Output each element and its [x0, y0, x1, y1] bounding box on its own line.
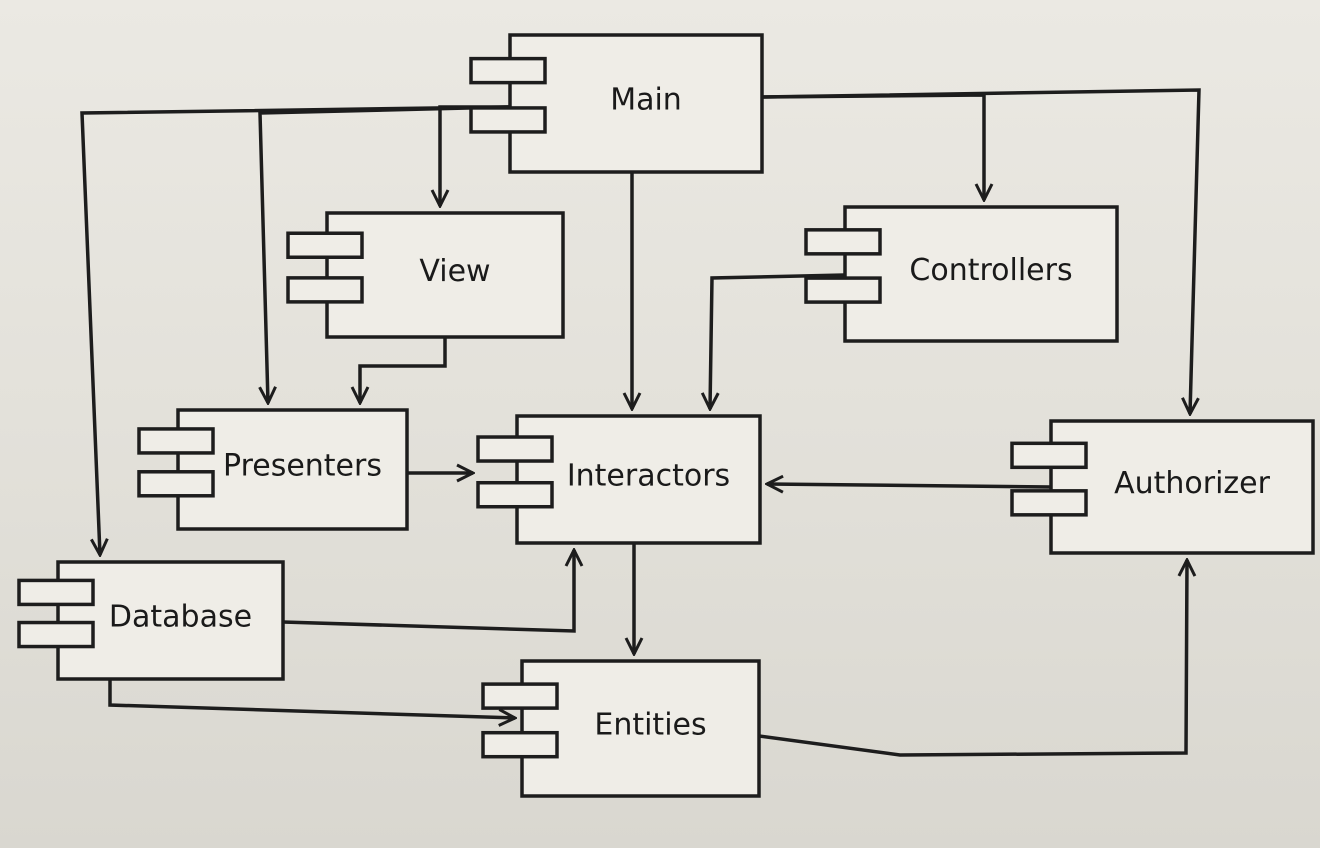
component-presenters[interactable]: Presenters	[137, 408, 409, 531]
component-port-icon	[137, 427, 215, 455]
component-port-icon	[481, 730, 559, 759]
component-entities[interactable]: Entities	[481, 659, 761, 798]
component-port-icon	[286, 231, 364, 259]
component-box	[520, 659, 761, 798]
dependency-arrow-controllers-to-interactors	[710, 273, 846, 409]
dependency-arrow-main-to-controllers	[761, 93, 984, 200]
component-label: Main	[610, 82, 682, 117]
dependency-edges	[80, 88, 1201, 757]
component-authorizer[interactable]: Authorizer	[1010, 419, 1315, 555]
component-interactors[interactable]: Interactors	[476, 414, 762, 545]
dependency-arrow-database-to-entities	[108, 679, 515, 718]
component-label: Authorizer	[1114, 466, 1271, 501]
dependency-arrow-main-to-database	[80, 105, 511, 555]
component-port-icon	[286, 276, 364, 304]
component-port-icon	[17, 578, 95, 607]
component-label: Presenters	[223, 449, 382, 484]
component-port-icon	[481, 682, 559, 710]
component-controllers[interactable]: Controllers	[804, 205, 1119, 343]
dependency-arrow-database-to-interactors	[282, 550, 574, 633]
component-port-icon	[469, 106, 547, 134]
component-port-icon	[804, 228, 882, 256]
dependency-arrow-authorizer-to-interactors	[767, 484, 1052, 487]
component-port-icon	[137, 470, 215, 498]
component-port-icon	[469, 56, 547, 85]
component-box	[508, 33, 764, 174]
component-box	[56, 560, 285, 681]
component-box	[176, 408, 409, 531]
component-box	[843, 205, 1119, 343]
dependency-arrow-entities-to-authorizer	[758, 560, 1187, 757]
component-box	[1049, 419, 1315, 555]
component-port-icon	[17, 620, 95, 649]
component-label: Database	[109, 600, 252, 635]
component-box	[325, 211, 565, 339]
component-port-icon	[476, 435, 554, 463]
component-port-icon	[804, 276, 882, 304]
component-view[interactable]: View	[286, 211, 565, 339]
component-main[interactable]: Main	[469, 33, 764, 174]
dependency-arrow-view-to-presenters	[360, 337, 447, 403]
component-port-icon	[1010, 489, 1088, 517]
component-port-icon	[476, 480, 554, 509]
component-database[interactable]: Database	[17, 560, 285, 681]
component-label: Controllers	[909, 253, 1072, 288]
dependency-arrow-main-to-authorizer	[761, 88, 1201, 414]
component-label: Entities	[594, 707, 706, 742]
component-port-icon	[1010, 441, 1088, 470]
component-label: View	[419, 254, 490, 289]
component-label: Interactors	[567, 458, 730, 493]
component-box	[515, 414, 762, 545]
